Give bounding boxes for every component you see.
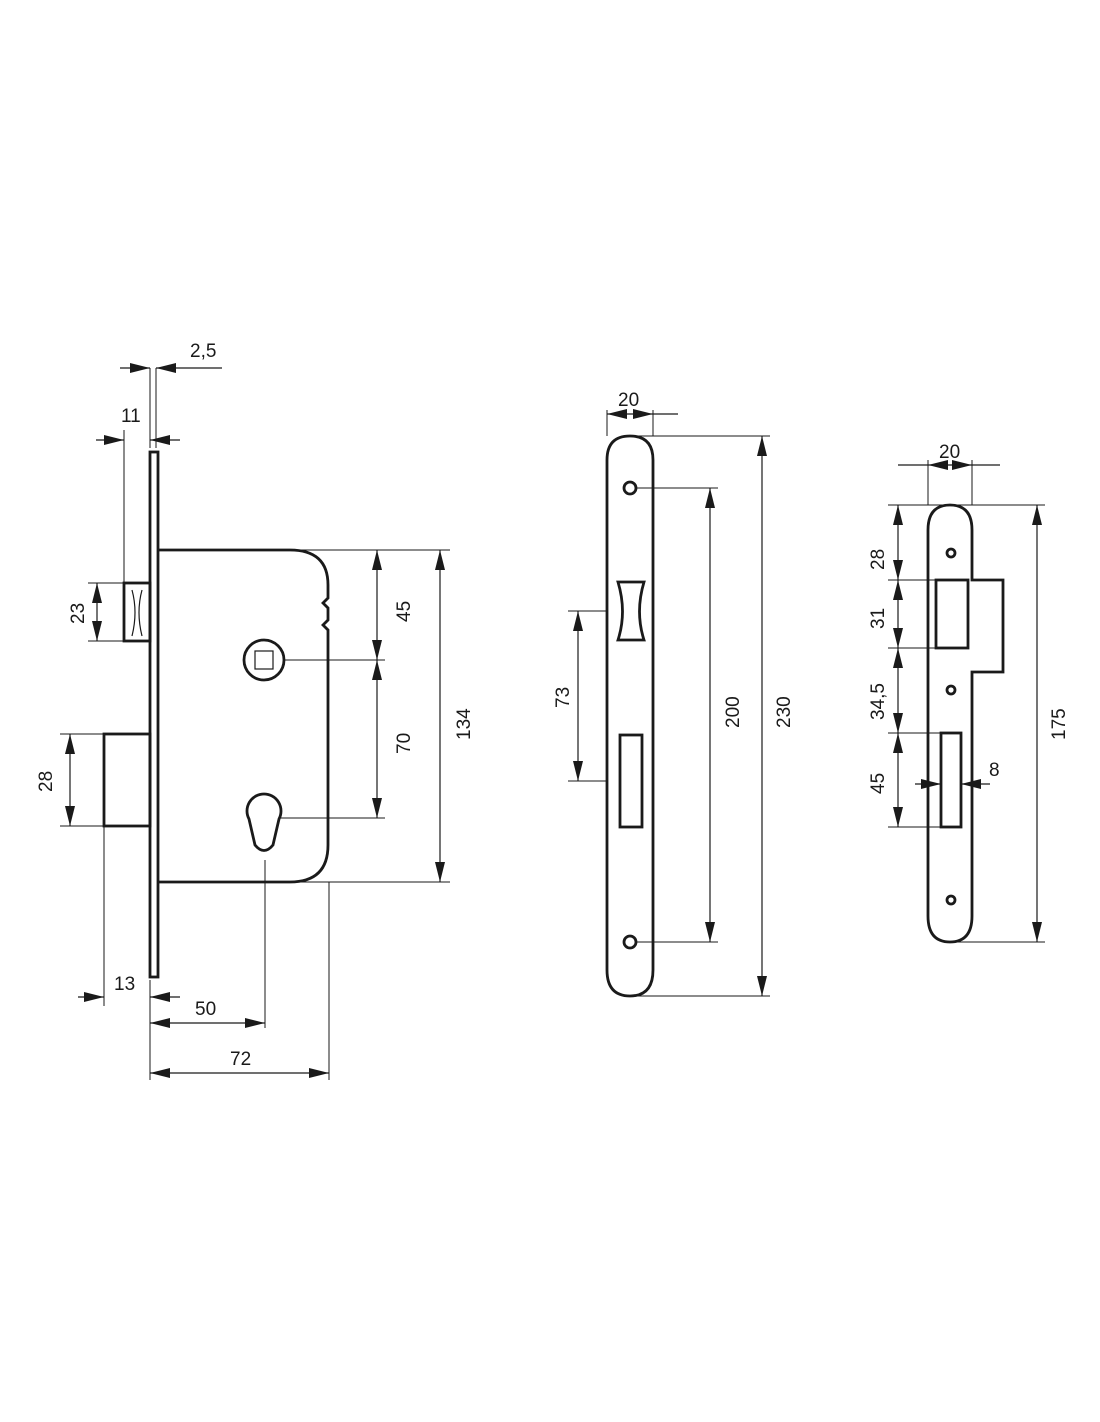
strike-bolt-opening	[939, 731, 963, 829]
strike-screw-bottom	[945, 894, 957, 906]
lock-forend	[148, 450, 160, 979]
dim-strike-height: 175	[1049, 708, 1070, 740]
dim-backset: 50	[195, 999, 216, 1020]
strike-plate-drawing: 20 28 31 34,5 45 8 175	[868, 442, 1070, 944]
strike-screw-middle	[945, 684, 957, 696]
strike-plate-outline	[926, 503, 1005, 944]
dim-faceplate-width: 20	[618, 390, 639, 411]
cylinder-keyhole	[245, 792, 283, 852]
dim-faceplate-height: 230	[774, 696, 795, 728]
dim-strike-bolt-opening: 45	[868, 773, 889, 794]
dim-bolt-projection: 13	[114, 974, 135, 995]
strike-screw-top	[945, 547, 957, 559]
dim-bolt-height: 28	[36, 771, 57, 792]
lock-body-drawing: 2,5 11 23 28 13 50 72 45 70 134	[36, 341, 475, 1080]
dim-strike-gap: 34,5	[868, 683, 889, 720]
follower-square	[242, 638, 286, 682]
dim-strike-width: 20	[939, 442, 960, 463]
dim-strike-latch-opening: 31	[868, 608, 889, 629]
dead-bolt	[102, 732, 152, 828]
lock-case	[158, 548, 330, 884]
dim-fixing-centres: 200	[723, 696, 744, 728]
dim-latch-height: 23	[68, 603, 89, 624]
faceplate-drawing: 20 73 200 230	[553, 390, 795, 998]
faceplate-outline	[605, 434, 655, 998]
dim-case-depth: 72	[230, 1049, 251, 1070]
faceplate-screw-bottom	[622, 934, 638, 950]
faceplate-latch-window	[616, 580, 646, 642]
dim-follower-top: 45	[394, 601, 415, 622]
dim-case-height: 134	[454, 708, 475, 740]
faceplate-bolt-window	[618, 733, 644, 829]
dim-strike-bolt-width: 8	[989, 760, 1000, 781]
dim-latch-window: 73	[553, 687, 574, 708]
faceplate-screw-top	[622, 480, 638, 496]
dim-strike-top: 28	[868, 549, 889, 570]
latch-bolt	[122, 581, 152, 643]
dim-centre-distance: 70	[394, 733, 415, 754]
dim-latch-projection: 11	[121, 406, 141, 427]
dim-plate-thickness: 2,5	[190, 341, 216, 362]
strike-latch-opening	[934, 578, 970, 650]
